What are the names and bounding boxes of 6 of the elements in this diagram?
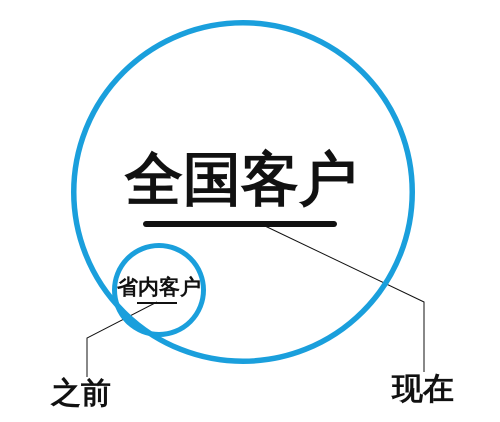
leader-line xyxy=(86,302,158,378)
circle-label: 省内客户 xyxy=(117,277,201,298)
circle-label: 全国客户 xyxy=(125,150,357,208)
leader-line xyxy=(264,226,424,372)
callout-label: 之前 xyxy=(51,379,111,409)
callout-label: 现在 xyxy=(392,374,454,405)
